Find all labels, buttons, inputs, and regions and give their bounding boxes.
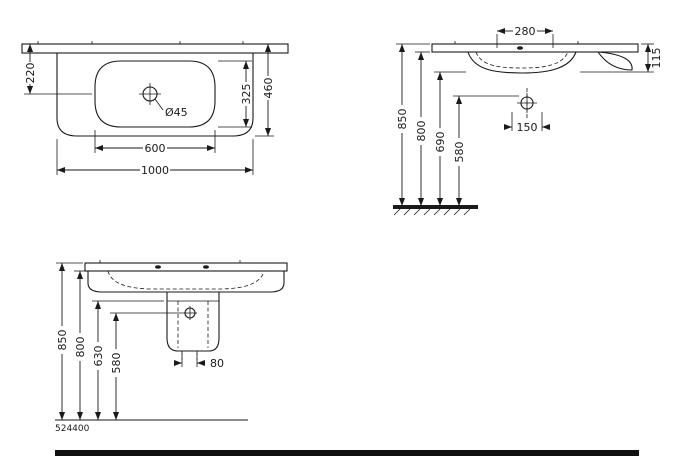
dim-600: 600 xyxy=(94,130,216,155)
side-view: 280 115 150 850 800 xyxy=(393,25,663,216)
dim-580-front: 580 xyxy=(110,312,183,420)
dim-600-label: 600 xyxy=(145,142,166,155)
dim-115: 115 xyxy=(580,43,663,73)
dim-630-front: 630 xyxy=(92,300,164,420)
dim-850-front: 850 xyxy=(56,262,83,420)
dim-1000-label: 1000 xyxy=(141,164,169,177)
side-bowl-outline xyxy=(467,51,577,74)
dim-220-label: 220 xyxy=(24,63,37,84)
dim-460-label: 460 xyxy=(262,78,275,99)
side-slab xyxy=(431,41,639,53)
dim-850-side: 850 xyxy=(396,43,430,206)
pedestal xyxy=(166,292,220,360)
dim-690-side-label: 690 xyxy=(434,132,447,153)
faucet-hole-icon xyxy=(517,88,537,120)
dim-80: 80 xyxy=(173,353,224,370)
dim-800-side: 800 xyxy=(415,51,430,206)
plan-view: Ø45 220 460 325 600 xyxy=(21,41,289,177)
side-bowl-inner xyxy=(475,51,569,69)
drain-diameter-label: Ø45 xyxy=(165,106,188,119)
dim-580-front-label: 580 xyxy=(110,353,123,374)
dim-325: 325 xyxy=(218,60,253,128)
drain-connection-icon xyxy=(183,306,197,320)
footer-bar xyxy=(55,450,639,456)
dim-800-side-label: 800 xyxy=(415,121,428,142)
dim-150-label: 150 xyxy=(517,121,538,134)
front-apron xyxy=(87,271,285,293)
dim-280: 280 xyxy=(496,25,554,48)
plan-bowl xyxy=(94,60,216,128)
drain-icon xyxy=(139,83,164,111)
plan-basin-body xyxy=(56,53,254,137)
dim-325-label: 325 xyxy=(240,84,253,105)
dim-630-front-label: 630 xyxy=(92,346,105,367)
front-view: 80 850 800 630 580 5 xyxy=(55,260,288,434)
dim-220: 220 xyxy=(24,44,92,95)
dim-280-label: 280 xyxy=(515,25,536,38)
part-number: 524400 xyxy=(55,424,90,434)
side-front-lip xyxy=(597,51,633,71)
plan-slab xyxy=(21,41,289,54)
dim-150: 150 xyxy=(503,112,551,134)
dim-800-front: 800 xyxy=(74,270,87,420)
dim-580-side-label: 580 xyxy=(453,142,466,163)
dim-850-front-label: 850 xyxy=(56,330,69,351)
front-bowl-dashed xyxy=(107,270,265,290)
front-slab xyxy=(84,260,288,272)
dim-80-label: 80 xyxy=(210,357,224,370)
dim-460: 460 xyxy=(255,44,275,137)
floor-hatch-side xyxy=(393,205,478,216)
dim-850-side-label: 850 xyxy=(396,109,409,130)
dim-1000: 1000 xyxy=(56,139,254,177)
dim-690-side: 690 xyxy=(434,71,466,206)
dim-115-label: 115 xyxy=(650,48,663,69)
dim-800-front-label: 800 xyxy=(74,337,87,358)
dim-580-side: 580 xyxy=(453,95,519,206)
